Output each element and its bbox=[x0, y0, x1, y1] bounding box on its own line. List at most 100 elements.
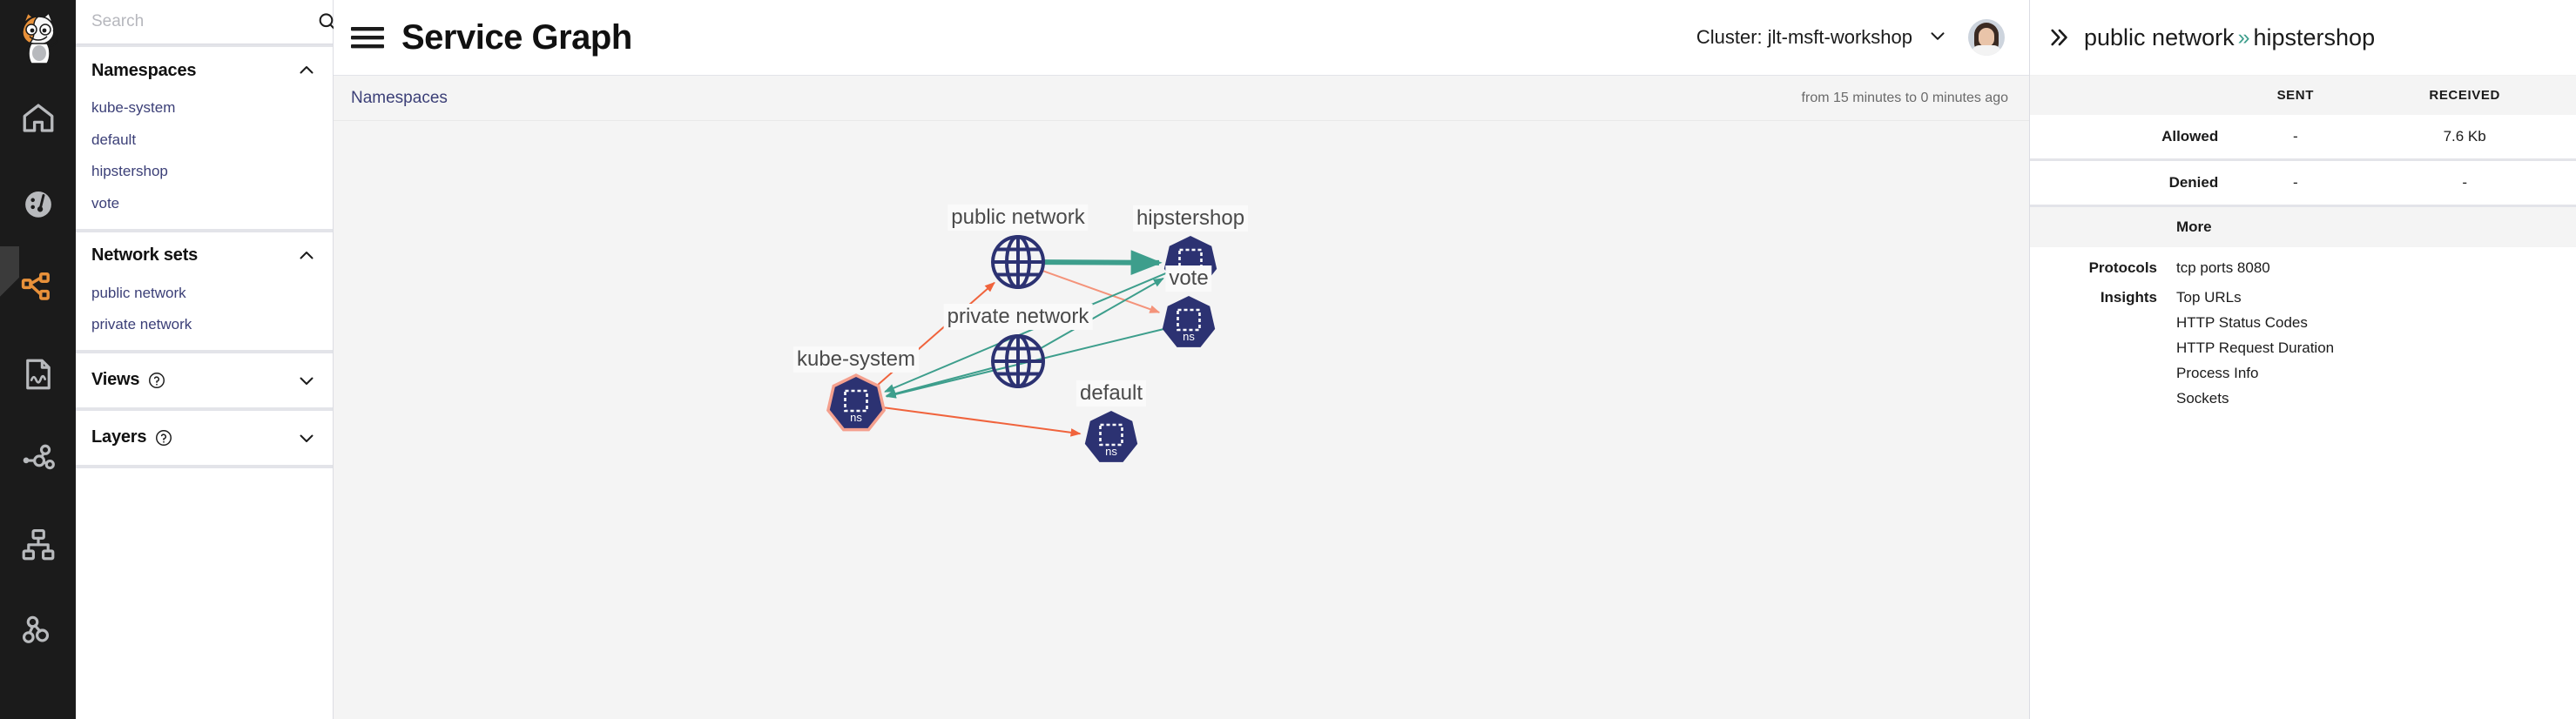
node-sublabel: ns bbox=[1184, 270, 1197, 283]
avatar[interactable] bbox=[1968, 19, 2005, 56]
sidebar-search-bar bbox=[76, 0, 372, 44]
graph-edge[interactable] bbox=[1043, 250, 1163, 276]
graph-node-kube-system[interactable]: ns bbox=[826, 373, 886, 432]
cluster-label: Cluster: jlt-msft-workshop bbox=[1696, 26, 1912, 48]
left-sidebar-panel: Namespaces kube-system default hipstersh… bbox=[76, 0, 372, 719]
chevron-up-icon[interactable] bbox=[296, 245, 317, 266]
rail-item-service-graph[interactable] bbox=[0, 246, 76, 332]
graph-node-default[interactable]: ns bbox=[1084, 411, 1138, 462]
cluster-selector[interactable]: Cluster: jlt-msft-workshop bbox=[1696, 24, 1949, 51]
rail-item-network-sets[interactable] bbox=[0, 502, 76, 588]
hamburger-menu-icon[interactable] bbox=[334, 23, 401, 52]
rail-item-logs[interactable] bbox=[0, 332, 76, 417]
search-input[interactable] bbox=[91, 9, 305, 35]
sidebar-item-kube-system[interactable]: kube-system bbox=[91, 99, 176, 116]
chevron-up-icon[interactable] bbox=[296, 60, 317, 81]
insight-sockets[interactable]: Sockets bbox=[2176, 390, 2229, 407]
insights-list: Top URLs HTTP Status Codes HTTP Request … bbox=[2176, 289, 2334, 407]
graph-node-private-network[interactable] bbox=[991, 334, 1045, 388]
namespace-hexagon-icon bbox=[829, 377, 883, 428]
sidebar-section-title: Layers bbox=[91, 427, 173, 447]
globe-icon bbox=[991, 235, 1045, 289]
insight-http-status-codes[interactable]: HTTP Status Codes bbox=[2176, 314, 2308, 331]
sidebar-item-public-network[interactable]: public network bbox=[91, 284, 186, 301]
help-circle-icon[interactable] bbox=[154, 428, 173, 447]
tigera-cat-logo[interactable] bbox=[0, 0, 76, 76]
node-sublabel: ns bbox=[1183, 330, 1195, 343]
detail-separator: » bbox=[2237, 24, 2250, 50]
rail-item-flow-visualizer[interactable] bbox=[0, 417, 76, 502]
sidebar-section-network-sets-body: public network private network bbox=[76, 278, 333, 350]
sidebar-section-views-header[interactable]: Views bbox=[76, 353, 333, 407]
chevron-down-icon[interactable] bbox=[296, 427, 317, 448]
sidebar-section-layers-header[interactable]: Layers bbox=[76, 411, 333, 465]
sidebar-section-namespaces-body: kube-system default hipstershop vote bbox=[76, 92, 333, 229]
sidebar-section-network-sets-header[interactable]: Network sets bbox=[76, 232, 333, 278]
insight-process-info[interactable]: Process Info bbox=[2176, 365, 2259, 381]
namespace-dashed-square-icon bbox=[1099, 423, 1123, 447]
detail-panel-header: public network » hipstershop bbox=[2030, 0, 2576, 76]
help-circle-icon[interactable] bbox=[147, 371, 166, 390]
graph-node-vote[interactable]: ns bbox=[1162, 296, 1216, 347]
sidebar-divider bbox=[76, 349, 333, 353]
cell-denied-received: - bbox=[2353, 159, 2576, 207]
time-range-label[interactable]: from 15 minutes to 0 minutes ago bbox=[1801, 90, 2008, 105]
sidebar-item-default[interactable]: default bbox=[91, 131, 137, 148]
sidebar-section-title: Views bbox=[91, 370, 166, 390]
insights-label: Insights bbox=[2100, 289, 2157, 306]
insight-top-urls[interactable]: Top URLs bbox=[2176, 289, 2242, 306]
row-label-denied: Denied bbox=[2030, 159, 2238, 207]
graph-edge[interactable] bbox=[884, 272, 1167, 393]
column-header-blank bbox=[2030, 76, 2238, 115]
insight-http-request-duration[interactable]: HTTP Request Duration bbox=[2176, 339, 2335, 356]
namespace-dashed-square-icon bbox=[1178, 248, 1203, 272]
detail-target-label[interactable]: hipstershop bbox=[2253, 24, 2376, 50]
sidebar-item-private-network[interactable]: private network bbox=[91, 316, 192, 333]
rail-item-policies[interactable] bbox=[0, 588, 76, 673]
column-header-sent: SENT bbox=[2237, 76, 2354, 115]
topbar-right-group: Cluster: jlt-msft-workshop bbox=[1696, 19, 2029, 56]
sidebar-item-vote[interactable]: vote bbox=[91, 194, 120, 212]
rail-item-dashboard[interactable] bbox=[0, 161, 76, 246]
graph-edge[interactable] bbox=[881, 406, 1082, 437]
globe-icon bbox=[991, 334, 1045, 388]
graph-toolbar: Namespaces from 15 minutes to 0 minutes … bbox=[334, 76, 2029, 121]
table-body: Allowed - 7.6 Kb Denied - - bbox=[2030, 115, 2576, 207]
cell-allowed-sent: - bbox=[2237, 115, 2354, 161]
sidebar-item-hipstershop[interactable]: hipstershop bbox=[91, 163, 168, 180]
insights-row: Insights Top URLs HTTP Status Codes HTTP… bbox=[2030, 277, 2576, 407]
column-header-received: RECEIVED bbox=[2353, 76, 2576, 115]
sidebar-section-title: Namespaces bbox=[91, 60, 197, 80]
more-section-header[interactable]: More bbox=[2030, 207, 2576, 247]
page-title: Service Graph bbox=[401, 17, 632, 57]
left-nav-rail bbox=[0, 0, 76, 719]
table-header: SENT RECEIVED bbox=[2030, 76, 2576, 115]
sidebar-section-title: Network sets bbox=[91, 245, 199, 265]
graph-edge[interactable] bbox=[885, 366, 994, 398]
cell-denied-sent: - bbox=[2237, 159, 2354, 207]
namespace-dashed-square-icon bbox=[1177, 308, 1201, 332]
node-sublabel: ns bbox=[1105, 445, 1117, 458]
detail-source-label[interactable]: public network bbox=[2084, 24, 2235, 50]
graph-edges-and-nodes: ns ns ns ns bbox=[826, 235, 1217, 462]
graph-node-hipstershop[interactable]: ns bbox=[1163, 236, 1217, 287]
graph-edge[interactable] bbox=[1040, 277, 1164, 349]
app-topbar: Service Graph Cluster: jlt-msft-workshop bbox=[334, 0, 2029, 76]
protocols-label: Protocols bbox=[2088, 259, 2157, 276]
cell-allowed-received: 7.6 Kb bbox=[2353, 115, 2576, 161]
chevron-down-icon[interactable] bbox=[1926, 24, 1949, 51]
sidebar-section-namespaces-header[interactable]: Namespaces bbox=[76, 47, 333, 92]
protocols-value: tcp ports 8080 bbox=[2176, 259, 2270, 276]
chevron-double-right-icon[interactable] bbox=[2046, 24, 2072, 50]
graph-edge[interactable] bbox=[1042, 270, 1161, 313]
node-sublabel: ns bbox=[850, 411, 862, 424]
graph-node-public-network[interactable] bbox=[991, 235, 1045, 289]
center-column: Service Graph Cluster: jlt-msft-workshop… bbox=[334, 0, 2029, 719]
breadcrumb[interactable]: Namespaces bbox=[351, 88, 448, 107]
sidebar-divider bbox=[76, 44, 333, 47]
rail-item-home[interactable] bbox=[0, 76, 76, 161]
chevron-down-icon[interactable] bbox=[296, 370, 317, 391]
namespace-dashed-square-icon bbox=[844, 389, 868, 413]
